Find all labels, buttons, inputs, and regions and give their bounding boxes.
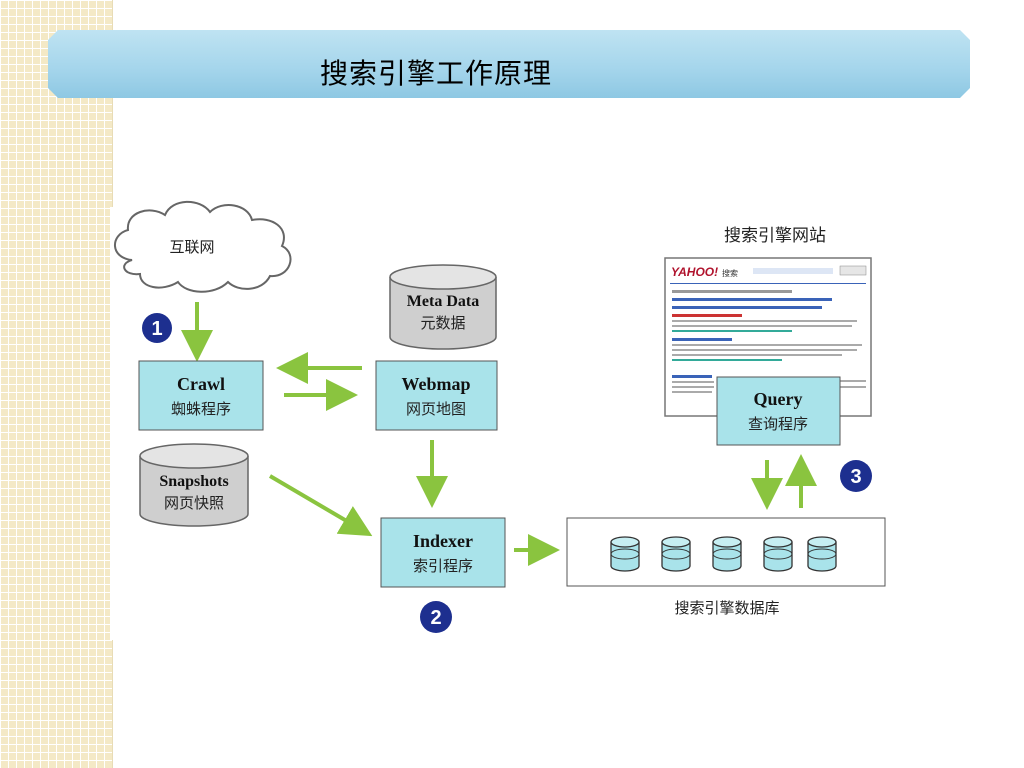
snapshots-title: Snapshots xyxy=(159,473,228,490)
indexer-subtitle: 索引程序 xyxy=(413,557,473,575)
meta-data-subtitle: 元数据 xyxy=(420,314,465,332)
crawl-box: Crawl 蜘蛛程序 xyxy=(138,360,264,431)
svg-text:1: 1 xyxy=(151,318,162,340)
db-cylinder xyxy=(807,536,837,572)
query-subtitle: 查询程序 xyxy=(748,415,808,433)
website-label: 搜索引擎网站 xyxy=(724,226,826,246)
meta-data-title: Meta Data xyxy=(407,293,479,310)
title-banner xyxy=(48,30,970,98)
db-cylinder xyxy=(661,536,691,572)
snapshots-cylinder: Snapshots 网页快照 xyxy=(139,443,249,527)
webmap-box: Webmap 网页地图 xyxy=(375,360,498,431)
search-engine-database xyxy=(566,517,886,587)
step-badge-2: 2 xyxy=(420,601,452,633)
indexer-box: Indexer 索引程序 xyxy=(380,517,506,588)
webmap-title: Webmap xyxy=(401,374,470,394)
db-cylinder xyxy=(610,536,640,572)
crawl-title: Crawl xyxy=(177,374,225,394)
svg-text:3: 3 xyxy=(850,466,861,488)
svg-text:2: 2 xyxy=(430,607,441,629)
decorative-grid-strip xyxy=(0,0,113,768)
step-badge-1: 1 xyxy=(142,313,172,343)
db-cylinder xyxy=(763,536,793,572)
arrow-snapshots-to-indexer xyxy=(268,474,373,537)
database-label: 搜索引擎数据库 xyxy=(674,599,779,617)
snapshots-subtitle: 网页快照 xyxy=(164,494,224,512)
step-badge-3: 3 xyxy=(840,460,872,492)
yahoo-logo: YAHOO! xyxy=(671,265,718,279)
internet-cloud: 互联网 xyxy=(114,200,292,293)
db-cylinder xyxy=(712,536,742,572)
crawl-subtitle: 蜘蛛程序 xyxy=(171,400,231,418)
slide-title: 搜索引擎工作原理 xyxy=(320,57,553,90)
query-box: Query 查询程序 xyxy=(716,376,841,446)
query-title: Query xyxy=(754,389,803,409)
webmap-subtitle: 网页地图 xyxy=(406,400,466,418)
indexer-title: Indexer xyxy=(413,531,473,551)
cloud-label: 互联网 xyxy=(169,238,214,256)
yahoo-logo-suffix: 搜索 xyxy=(722,268,738,278)
meta-data-cylinder: Meta Data 元数据 xyxy=(389,264,497,350)
